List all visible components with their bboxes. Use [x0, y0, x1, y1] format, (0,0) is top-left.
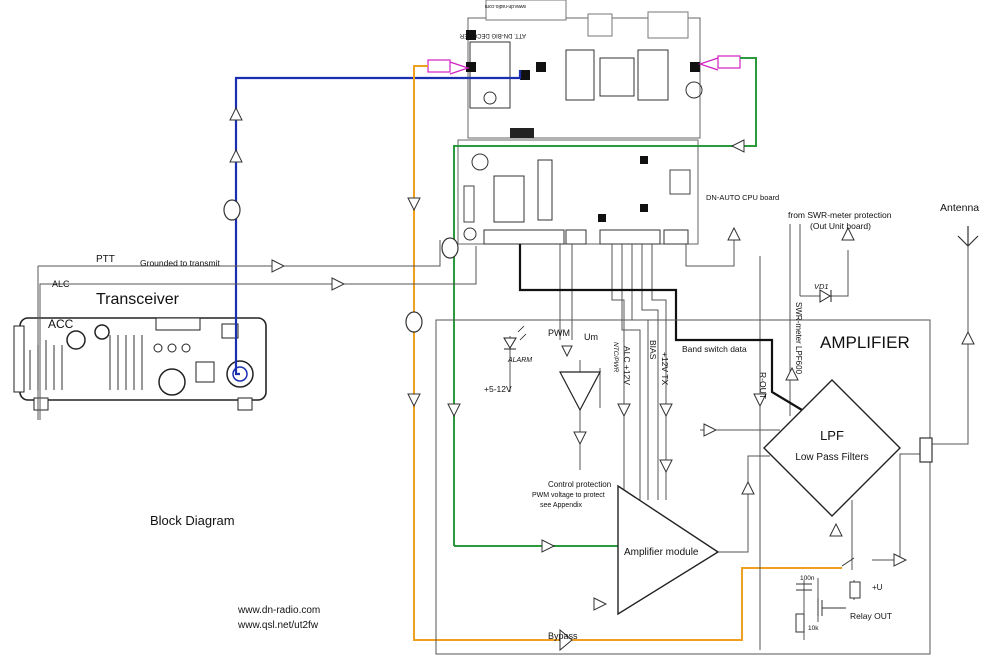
pwm-comparator — [559, 371, 601, 412]
transceiver: Transceiver ACC — [13, 291, 267, 411]
vd1-label: VD1 — [814, 282, 829, 291]
green-lines — [453, 57, 757, 547]
transceiver-title: Transceiver — [96, 291, 180, 308]
ferrite-rings — [223, 199, 459, 333]
block-diagram-title: Block Diagram — [150, 513, 235, 528]
diode-vd1 — [819, 289, 832, 303]
attn-board-title: ATT. DN-BIG DECODER — [459, 32, 526, 38]
ntc-label: NTC/PWR — [612, 342, 619, 373]
swr-note-1: from SWR-meter protection — [788, 210, 892, 220]
band-switch-label: Band switch data — [682, 344, 747, 354]
swr-note-2: (Out Unit board) — [810, 221, 871, 231]
attn-board-url: www.dn-radio.com — [485, 3, 526, 9]
rout-label: R-OUT — [758, 372, 768, 399]
um-label: Um — [584, 332, 598, 342]
grounded-label: Grounded to transmit — [140, 258, 220, 268]
pwm-note-2: see Appendix — [540, 502, 583, 509]
tx12-label: +12V TX — [660, 352, 670, 385]
cpu-board-label: DN-AUTO CPU board — [706, 193, 779, 202]
ptt-label: PTT — [96, 254, 115, 265]
bias-label: BIAS — [648, 340, 658, 360]
band-switch-data-line — [518, 244, 813, 417]
relay-out-label: Relay OUT — [850, 611, 892, 621]
attenuator-board: www.dn-radio.com ATT. DN-BIG DECODER — [459, 0, 703, 139]
relay-section — [795, 557, 861, 633]
swr-meter-lpf-label: SWR-meter LPF600 — [794, 302, 803, 375]
antenna — [919, 226, 979, 463]
url-dn-radio: www.dn-radio.com — [237, 605, 320, 616]
plus-u-label: +U — [872, 583, 883, 592]
lpf-description: Low Pass Filters — [795, 452, 868, 463]
flow-arrows — [229, 106, 975, 652]
acc-label: ACC — [48, 317, 74, 331]
resistor-label: 10k — [808, 625, 819, 632]
control-protection-label: Control protection — [548, 480, 611, 489]
coax-line-blue — [234, 70, 522, 376]
amplifier-title: AMPLIFIER — [820, 333, 910, 352]
pwm-note-1: PWM voltage to protect — [532, 492, 605, 499]
capacitor-label: 100n — [800, 575, 815, 582]
supply-label: +5-12V — [484, 384, 512, 394]
alc12-label: ALC +12V — [622, 346, 632, 385]
url-qsl: www.qsl.net/ut2fw — [237, 620, 319, 631]
bypass-label: Bypass — [548, 631, 578, 641]
amplifier-module-label: Amplifier module — [624, 547, 699, 558]
bypass-line — [413, 65, 842, 641]
pwm-label: PWM — [548, 328, 570, 338]
alarm-label: ALARM — [507, 357, 532, 364]
gray-wiring — [37, 224, 969, 650]
lpf-block: LPF Low Pass Filters — [763, 379, 901, 517]
cpu-board: DN-AUTO CPU board — [457, 139, 779, 245]
alc-label: ALC — [52, 279, 70, 289]
amplifier-module: Amplifier module — [617, 484, 720, 616]
amplifier-box — [435, 319, 931, 655]
lpf-label: LPF — [820, 428, 844, 443]
antenna-label: Antenna — [940, 202, 979, 214]
alarm-led — [503, 325, 527, 350]
